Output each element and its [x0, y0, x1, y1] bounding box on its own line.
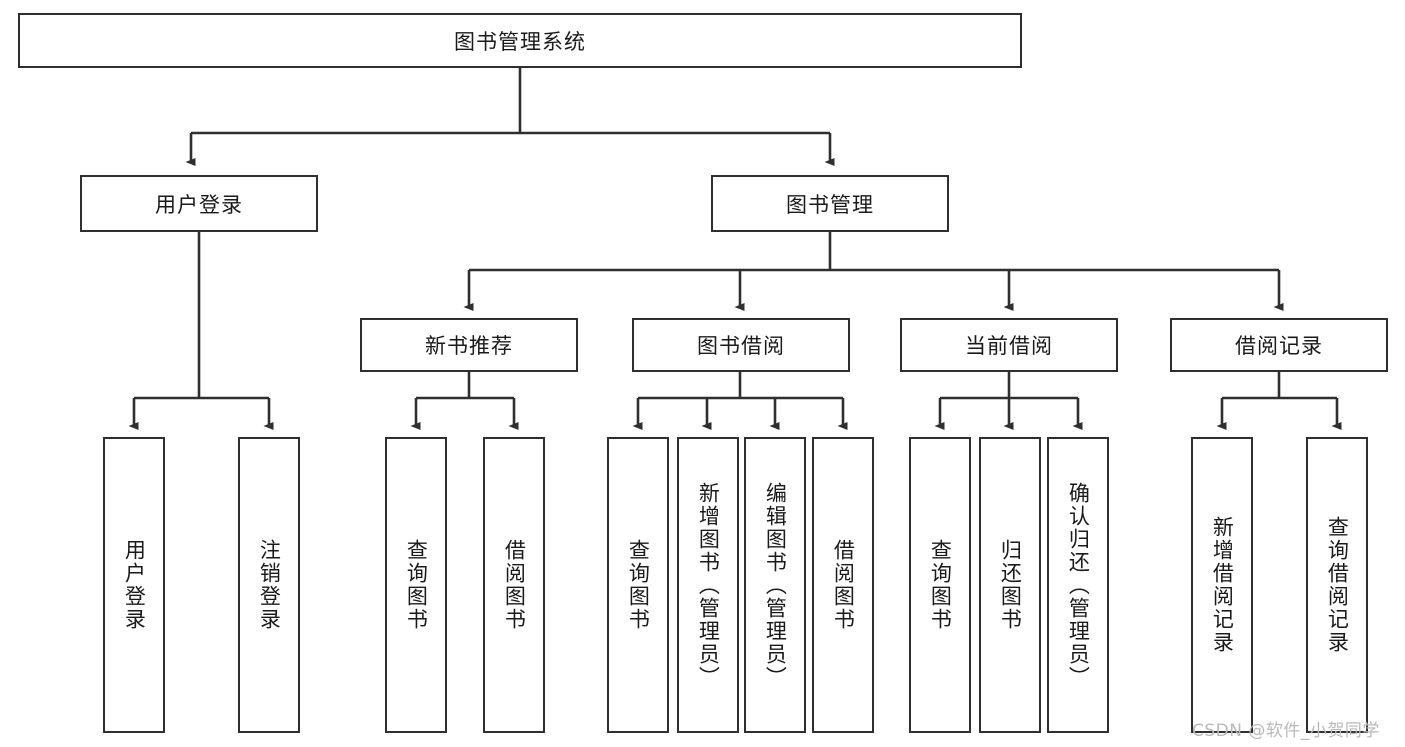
leaf-new-book-query-label: 查询图书 [404, 539, 429, 631]
node-current-borrow[interactable]: 当前借阅 [900, 318, 1118, 372]
leaf-borrow-add-book-label: 新增图书（管理员） [696, 481, 721, 689]
node-borrow-record[interactable]: 借阅记录 [1170, 318, 1388, 372]
leaf-new-book-borrow[interactable]: 借阅图书 [483, 437, 545, 733]
leaf-record-add[interactable]: 新增借阅记录 [1191, 437, 1253, 733]
node-user-login[interactable]: 用户登录 [80, 175, 318, 232]
node-user-login-label: 用户登录 [155, 192, 243, 217]
leaf-borrow-edit-book-label: 编辑图书（管理员） [763, 481, 788, 689]
leaf-record-query-label: 查询借阅记录 [1325, 516, 1350, 654]
node-new-book-recommend-label: 新书推荐 [425, 334, 513, 358]
node-borrow-record-label: 借阅记录 [1235, 334, 1323, 358]
node-book-management-label: 图书管理 [786, 192, 874, 217]
leaf-borrow-add-book[interactable]: 新增图书（管理员） [677, 437, 739, 733]
leaf-borrow-query-book[interactable]: 查询图书 [607, 437, 669, 733]
leaf-record-query[interactable]: 查询借阅记录 [1306, 437, 1368, 733]
leaf-current-query-book[interactable]: 查询图书 [909, 437, 971, 733]
node-book-management[interactable]: 图书管理 [711, 175, 949, 232]
node-book-borrow-label: 图书借阅 [697, 334, 785, 358]
node-book-borrow[interactable]: 图书借阅 [632, 318, 850, 372]
leaf-new-book-borrow-label: 借阅图书 [502, 539, 527, 631]
node-current-borrow-label: 当前借阅 [965, 334, 1053, 358]
leaf-current-return-book[interactable]: 归还图书 [979, 437, 1041, 733]
leaf-borrow-query-book-label: 查询图书 [626, 539, 651, 631]
leaf-current-query-book-label: 查询图书 [928, 539, 953, 631]
leaf-record-add-label: 新增借阅记录 [1210, 516, 1235, 654]
leaf-user-login-signin-label: 用户登录 [122, 539, 147, 631]
node-root[interactable]: 图书管理系统 [18, 13, 1022, 68]
leaf-current-confirm-return-label: 确认归还（管理员） [1066, 481, 1091, 689]
leaf-new-book-query[interactable]: 查询图书 [385, 437, 447, 733]
node-new-book-recommend[interactable]: 新书推荐 [360, 318, 578, 372]
leaf-user-login-signin[interactable]: 用户登录 [103, 437, 165, 733]
leaf-user-login-signout-label: 注销登录 [257, 539, 282, 631]
leaf-borrow-edit-book[interactable]: 编辑图书（管理员） [744, 437, 806, 733]
leaf-current-confirm-return[interactable]: 确认归还（管理员） [1047, 437, 1109, 733]
leaf-user-login-signout[interactable]: 注销登录 [238, 437, 300, 733]
node-root-label: 图书管理系统 [454, 29, 586, 54]
leaf-current-return-book-label: 归还图书 [998, 539, 1023, 631]
leaf-borrow-borrow-book[interactable]: 借阅图书 [812, 437, 874, 733]
leaf-borrow-borrow-book-label: 借阅图书 [831, 539, 856, 631]
csdn-watermark: CSDN @软件_小贺同学 [1192, 721, 1380, 741]
